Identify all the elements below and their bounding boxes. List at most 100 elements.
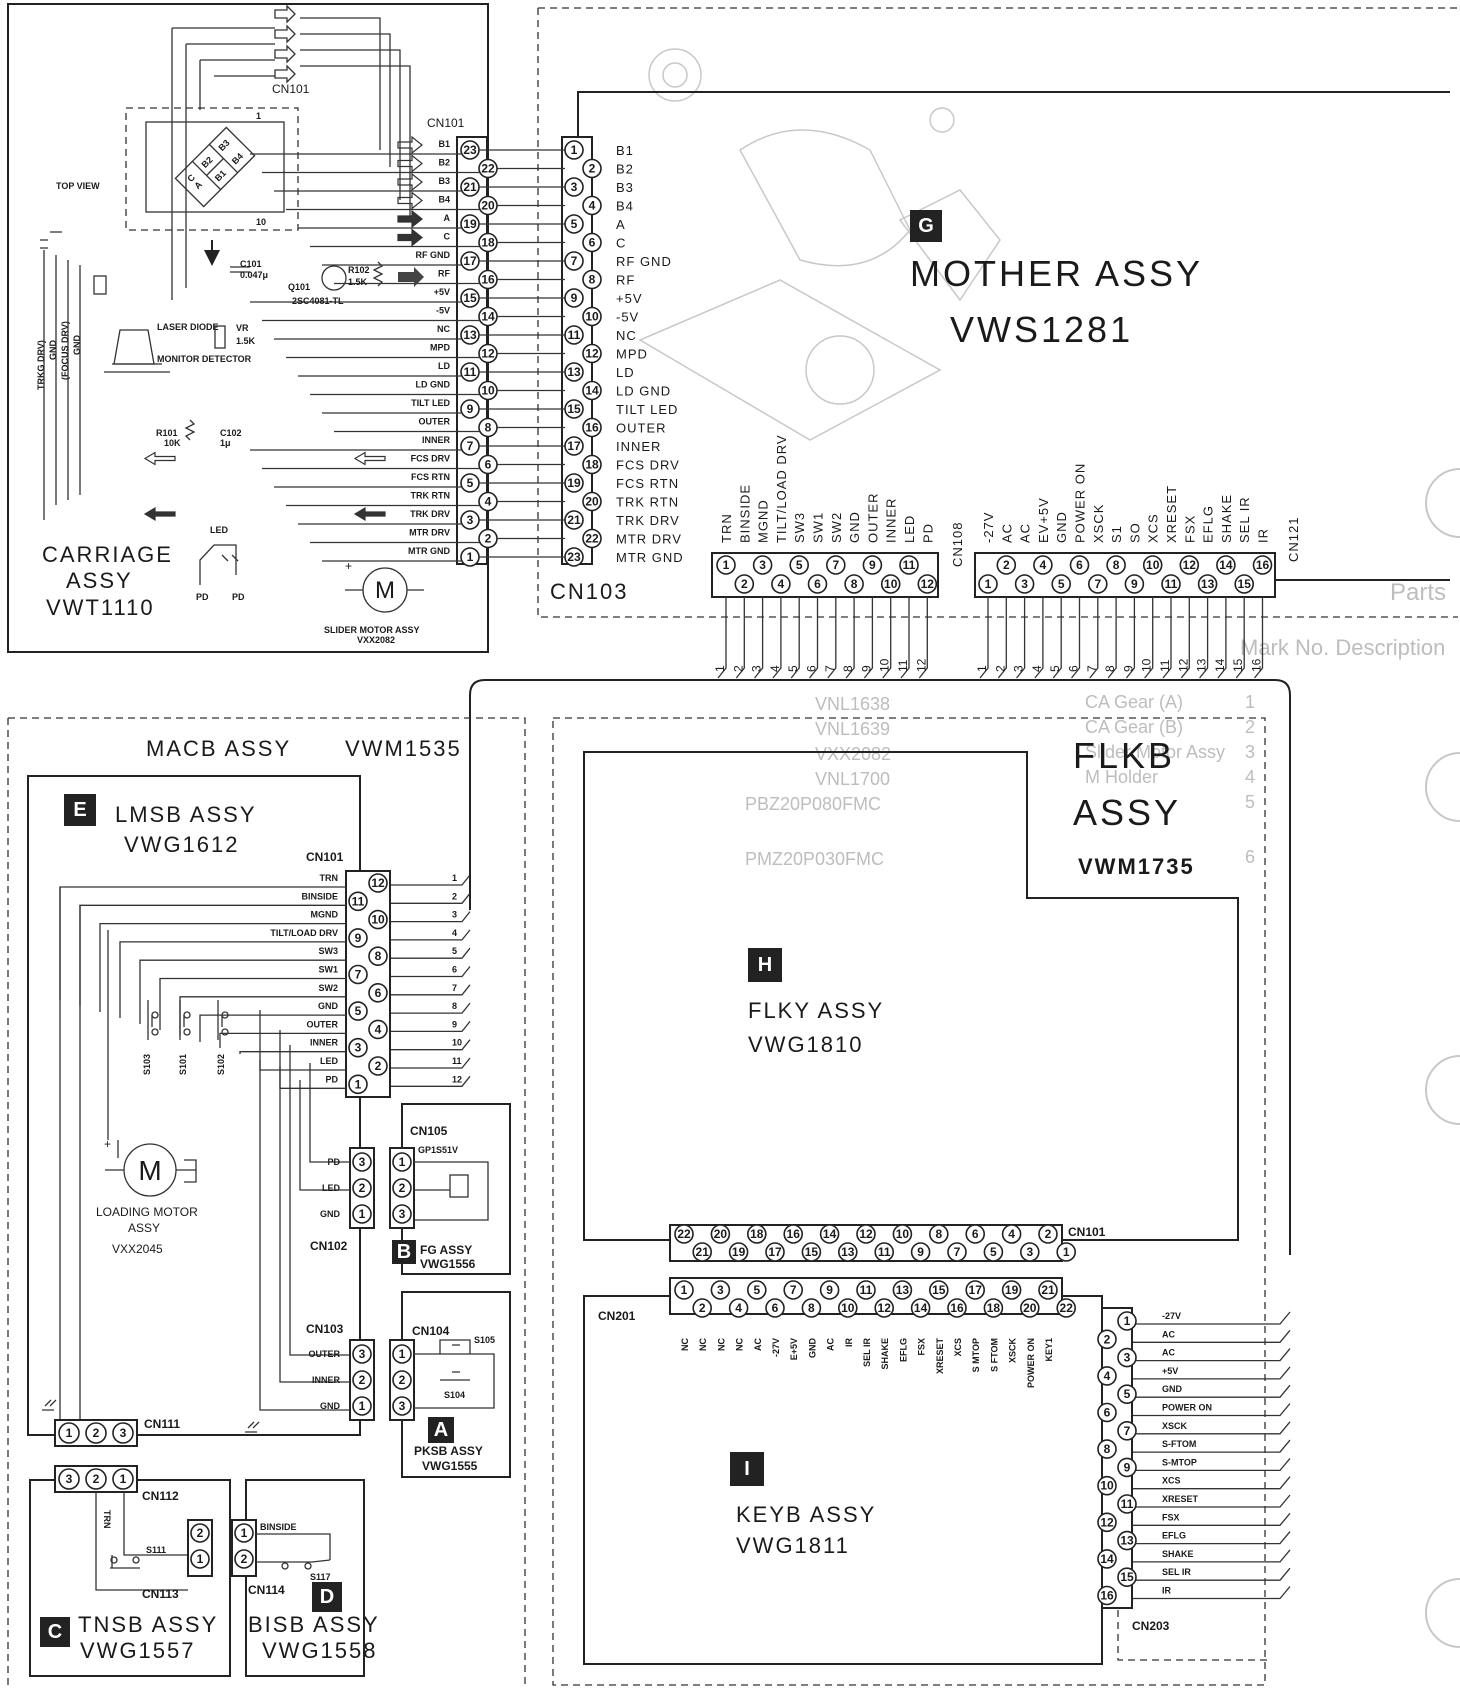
lmsb-cn101-pin-2-number: 2 — [375, 1059, 382, 1073]
lmsb-cn102-pin-2-number: 2 — [359, 1181, 366, 1195]
carriage-cn101-pin-18-number: 18 — [481, 236, 495, 250]
mother-cn103-label-3: B3 — [616, 180, 634, 195]
cn121-cable-wire-3 — [1016, 597, 1026, 679]
mother-cn121-label-5: GND — [1054, 511, 1069, 543]
lmsb-cable-number-6: 6 — [452, 965, 457, 975]
flky-cn101-pin-4-circle — [1001, 1224, 1022, 1244]
mother-cn121-pin-1-number: 1 — [985, 577, 992, 591]
keyb-cn203-pin-12: 12 — [1097, 1512, 1117, 1533]
carriage-cn101-pin-1-number: 1 — [467, 550, 474, 564]
keyb-cn201-pin-4: 4 — [728, 1298, 749, 1318]
tnsb-cn112-pin-1: 1 — [112, 1468, 134, 1490]
lmsb-cn101-pin-10-number: 10 — [371, 913, 385, 927]
keyb-cn201-pin-9: 9 — [819, 1280, 840, 1300]
lmsb-cn101-pin-4: 4 — [368, 1019, 388, 1040]
keyb-cn201-pin-2: 2 — [692, 1298, 713, 1318]
lmsb-inner-wire-1 — [59, 886, 346, 1000]
cn108-cable-wire-11 — [900, 597, 910, 679]
mother-cn121-pin-8: 8 — [1106, 555, 1126, 575]
flky-cn101-pin-20: 20 — [710, 1224, 731, 1244]
keyb-cn201-pin-15: 15 — [928, 1280, 949, 1300]
carriage-cn101-pin-1: 1 — [460, 547, 480, 567]
keyb-cn201-signal-8: GND — [807, 1338, 817, 1359]
lmsb-cn101-label-1: PD — [325, 1074, 338, 1084]
keyb-cn203-pin-7-circle — [1117, 1421, 1137, 1441]
carriage-cn101-pin-13-number: 13 — [463, 328, 477, 342]
keyb-cn201-pin-5: 5 — [746, 1280, 767, 1300]
flky-cn101-pin-15: 15 — [801, 1242, 822, 1262]
keyb-badge — [730, 1452, 764, 1486]
bisb-title: BISB ASSY — [248, 1612, 380, 1637]
flky-cn101-pin-6-number: 6 — [972, 1227, 979, 1241]
bisb-box — [245, 1479, 365, 1677]
tnsb-cn112-pin-3-circle — [58, 1468, 80, 1490]
pksb-cn104-label: CN104 — [412, 1324, 450, 1338]
carriage-cn101-label-13: NC — [437, 324, 450, 334]
keyb-cn201-pin-10-number: 10 — [841, 1301, 855, 1315]
flky-cn101-pin-17-circle — [765, 1242, 785, 1262]
ghost-part-2: VNL1639 — [815, 719, 890, 739]
lmsb-cn101-pin-6: 6 — [368, 982, 388, 1003]
carriage-cn101-label-5: FCS RTN — [411, 472, 450, 482]
laser-diode-base — [104, 363, 170, 373]
mother-cn103-pin-20-circle — [582, 491, 602, 512]
lmsb-title: LMSB ASSY — [115, 802, 257, 827]
keyb-cn203-pin-1-circle — [1117, 1311, 1137, 1331]
flky-cn101-pin-8: 8 — [928, 1224, 949, 1244]
ghost-part-4: VNL1700 — [815, 769, 890, 789]
mother-cn121-pin-1-circle — [978, 574, 998, 594]
flky-cn101-pin-15-circle — [801, 1242, 822, 1262]
mother-cn103-pin-11-number: 11 — [568, 328, 581, 342]
mother-cn121-pin-14-number: 14 — [1219, 558, 1233, 572]
lmsb-wires — [59, 886, 350, 1420]
lmsb-cn103-pin-3-circle — [352, 1344, 372, 1364]
tnsb-wiring — [95, 1492, 190, 1591]
lmsb-cn103-pin-2: 2 — [352, 1370, 372, 1390]
keyb-cn203-pin-10-circle — [1097, 1475, 1117, 1496]
ghost-part-3: VXX2082 — [815, 744, 891, 764]
mother-cn103-label-8: RF — [616, 273, 635, 288]
keyb-cn203-label-2: AC — [1162, 1329, 1175, 1339]
loading-motor-m: M — [138, 1155, 161, 1186]
mother-cn103-pin-21: 21 — [564, 510, 584, 530]
keyb-cn203-label-6: POWER ON — [1162, 1403, 1212, 1413]
mother-cn121-pin-2-circle — [996, 555, 1017, 575]
cn108-cable-number-1: 1 — [713, 665, 727, 672]
ghost-part-6: PMZ20P030FMC — [745, 849, 884, 869]
mother-cn103-pin-1: 1 — [564, 140, 584, 160]
macb-title: MACB ASSY — [146, 736, 291, 761]
mother-cn108-pin-11-number: 11 — [903, 558, 916, 572]
carriage-cn101-pin-6: 6 — [478, 454, 498, 475]
macb-code: VWM1535 — [345, 736, 462, 761]
mother-cn103-pin-18-number: 18 — [585, 458, 599, 472]
flky-cn101-pin-7-number: 7 — [954, 1245, 961, 1259]
keyb-cn201-pin-14: 14 — [910, 1298, 931, 1318]
mother-cn103-pin-21-number: 21 — [567, 513, 581, 527]
flky-cn101-pin-19-number: 19 — [732, 1245, 746, 1259]
flky-cn101-pin-21-number: 21 — [696, 1245, 710, 1259]
mother-cn103-label-16: OUTER — [616, 421, 667, 436]
keyb-cn201-signal-11: SEL IR — [862, 1338, 872, 1367]
keyb-cn201-pin-18: 18 — [983, 1298, 1004, 1318]
mother-cn103-pin-22-number: 22 — [585, 532, 599, 546]
flky-cn101-pin-3-circle — [1020, 1242, 1040, 1262]
mother-cn121-label-6: POWER ON — [1073, 463, 1088, 543]
keyb-cn201-pin-2-number: 2 — [699, 1301, 706, 1315]
lmsb-inner-wire-4 — [119, 941, 346, 1018]
tnsb-cn112-pin-1-circle — [112, 1468, 134, 1490]
flky-cn101-pin-2-number: 2 — [1045, 1227, 1052, 1241]
mother-cn121-pin-10-number: 10 — [1146, 558, 1160, 572]
cn121-cable-wire-13 — [1199, 597, 1209, 679]
carriage-cn101-pin-5-number: 5 — [467, 476, 474, 490]
flky-assy: H FLKY ASSY VWG1810 CN101 22212019181716… — [583, 751, 1239, 1262]
keyb-cn203-pin-6: 6 — [1097, 1402, 1117, 1423]
top-view-label: TOP VIEW — [56, 181, 100, 191]
cn108-cable-number-4: 4 — [768, 665, 782, 672]
keyb-cn203-label-10: XCS — [1162, 1476, 1181, 1486]
keyb-cn201-pin-22: 22 — [1056, 1298, 1076, 1318]
side-label-trkg-drv: TRKG DRV) — [36, 340, 46, 390]
carriage-cn101-label-7: INNER — [422, 435, 451, 445]
mother-cn121-pin-8-number: 8 — [1113, 558, 1120, 572]
